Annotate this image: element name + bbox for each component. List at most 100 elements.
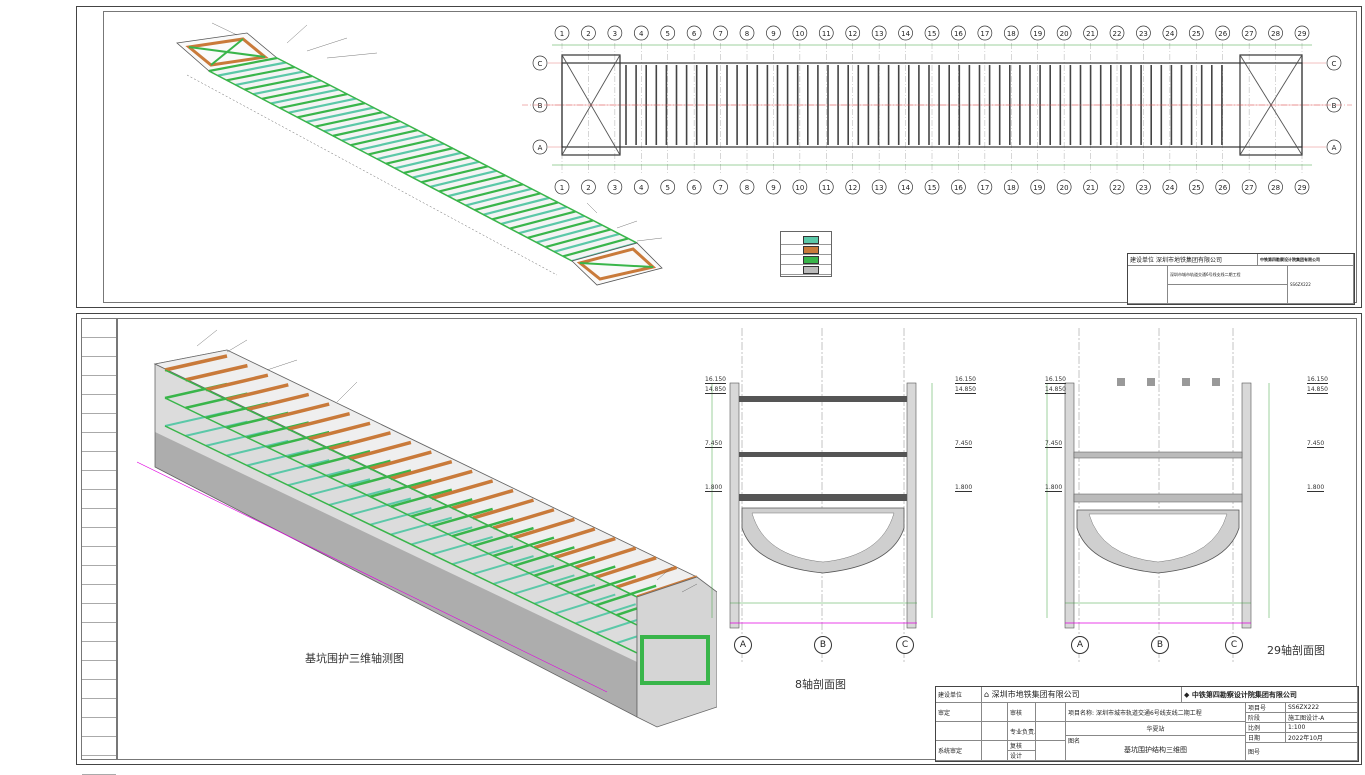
section-axis-bubble: A [1071,636,1089,654]
designer-name-top: 中铁第四勘察设计院集团有限公司 [1258,254,1354,266]
concrete-strut [595,556,657,579]
strut-member [492,201,559,221]
axis-label: 3 [613,30,617,38]
strut-member [500,205,568,225]
section-axis-bubble: C [896,636,914,654]
revision-row [82,547,116,566]
row-label: C [538,60,543,68]
axis-label: 12 [848,184,857,192]
scale-label: 比例 [1246,723,1286,733]
axis-label: 18 [1007,184,1016,192]
steel-strut [308,478,371,497]
axis-bubble [713,25,728,41]
axis-bubble [686,25,702,41]
building-icon: ⌂ [984,690,990,699]
legend-row [781,254,831,265]
waling-beam [208,70,573,262]
legend-row [781,264,831,275]
axis-label: 11 [822,184,831,192]
axis-label: 25 [1192,30,1201,38]
drawing-name-label: 图名 [1068,738,1081,745]
revision-row [82,642,116,661]
revision-row [82,357,116,376]
axis-bubble [1056,25,1072,41]
revision-row [82,585,116,604]
axis-bubble [1109,25,1125,41]
steel-strut [534,555,596,577]
elevation-label: 16.150 [955,376,976,384]
elevation-label: 7.450 [1307,440,1325,448]
section-axis-bubble: B [814,636,832,654]
axis-bubble [607,179,623,195]
concrete-strut [185,363,248,382]
steel-strut [287,440,350,459]
steel-strut [410,498,473,518]
revision-row [82,471,116,490]
strut-member [421,165,488,184]
axis-label: 21 [1086,30,1095,38]
elevation-label: 7.450 [705,440,723,448]
axis-label: 23 [1139,184,1148,192]
elevation-label: 16.150 [1307,376,1328,384]
legend-swatch [803,266,819,274]
axis-bubble [633,179,649,195]
axis-bubble [1136,179,1151,195]
axis-label: 22 [1113,30,1122,38]
concrete-strut [410,469,473,491]
strut-member [394,151,462,170]
axis-bubble [898,25,913,41]
axis-bubble [554,179,570,195]
axis-bubble [1162,25,1178,41]
revision-row [82,604,116,623]
scale: 1:100 [1286,723,1358,733]
steel-strut [534,584,596,605]
strut-member [385,147,453,165]
axis-label: 24 [1165,30,1174,38]
revision-row [82,699,116,718]
axis-bubble [1030,25,1046,41]
strut-member [217,61,286,77]
revision-row [82,490,116,509]
axis-label: 19 [1033,184,1042,192]
strut-member [279,93,348,110]
axis-bubble [1083,179,1098,195]
axis-label: 26 [1218,30,1227,38]
axis-label: 20 [1060,30,1069,38]
strut-member [244,74,313,91]
steel-strut [492,536,555,558]
axis-label: 18 [1007,30,1016,38]
axis-bubble [1294,25,1310,41]
strut-member [474,192,541,212]
steel-strut [575,603,636,625]
strut-member [270,88,339,105]
axis-label: 19 [1033,30,1042,38]
axis-bubble [766,179,781,195]
steel-strut [369,507,432,526]
axis-bubble [1188,25,1204,41]
axis-bubble [686,179,702,195]
row-label: B [1332,102,1337,110]
strut-member [208,56,278,73]
revision-strip [81,318,117,775]
strut-member [545,228,611,249]
axis-label: 29 [1298,184,1307,192]
section-axis-bubble: A [734,636,752,654]
axis-label: 20 [1060,184,1069,192]
strut-member [297,102,366,119]
retaining-axonometric-view [137,329,717,728]
axis-bubble [1215,179,1231,195]
strut-plan-view: 1122334455667788991010111112121313141415… [522,25,1352,195]
axis-bubble [951,179,966,195]
elevation-label: 7.450 [1045,440,1063,448]
axis-bubble [1030,179,1046,195]
concrete-strut [287,411,351,431]
strut-member [359,133,427,151]
strut-member [376,142,445,161]
steel-strut [513,574,575,595]
pile-wall-shade [155,432,637,717]
axis-bubble [924,179,940,195]
steel-strut [472,555,534,576]
axis-label: 27 [1245,184,1254,192]
strut-member [554,232,620,253]
strut-member [350,129,418,147]
